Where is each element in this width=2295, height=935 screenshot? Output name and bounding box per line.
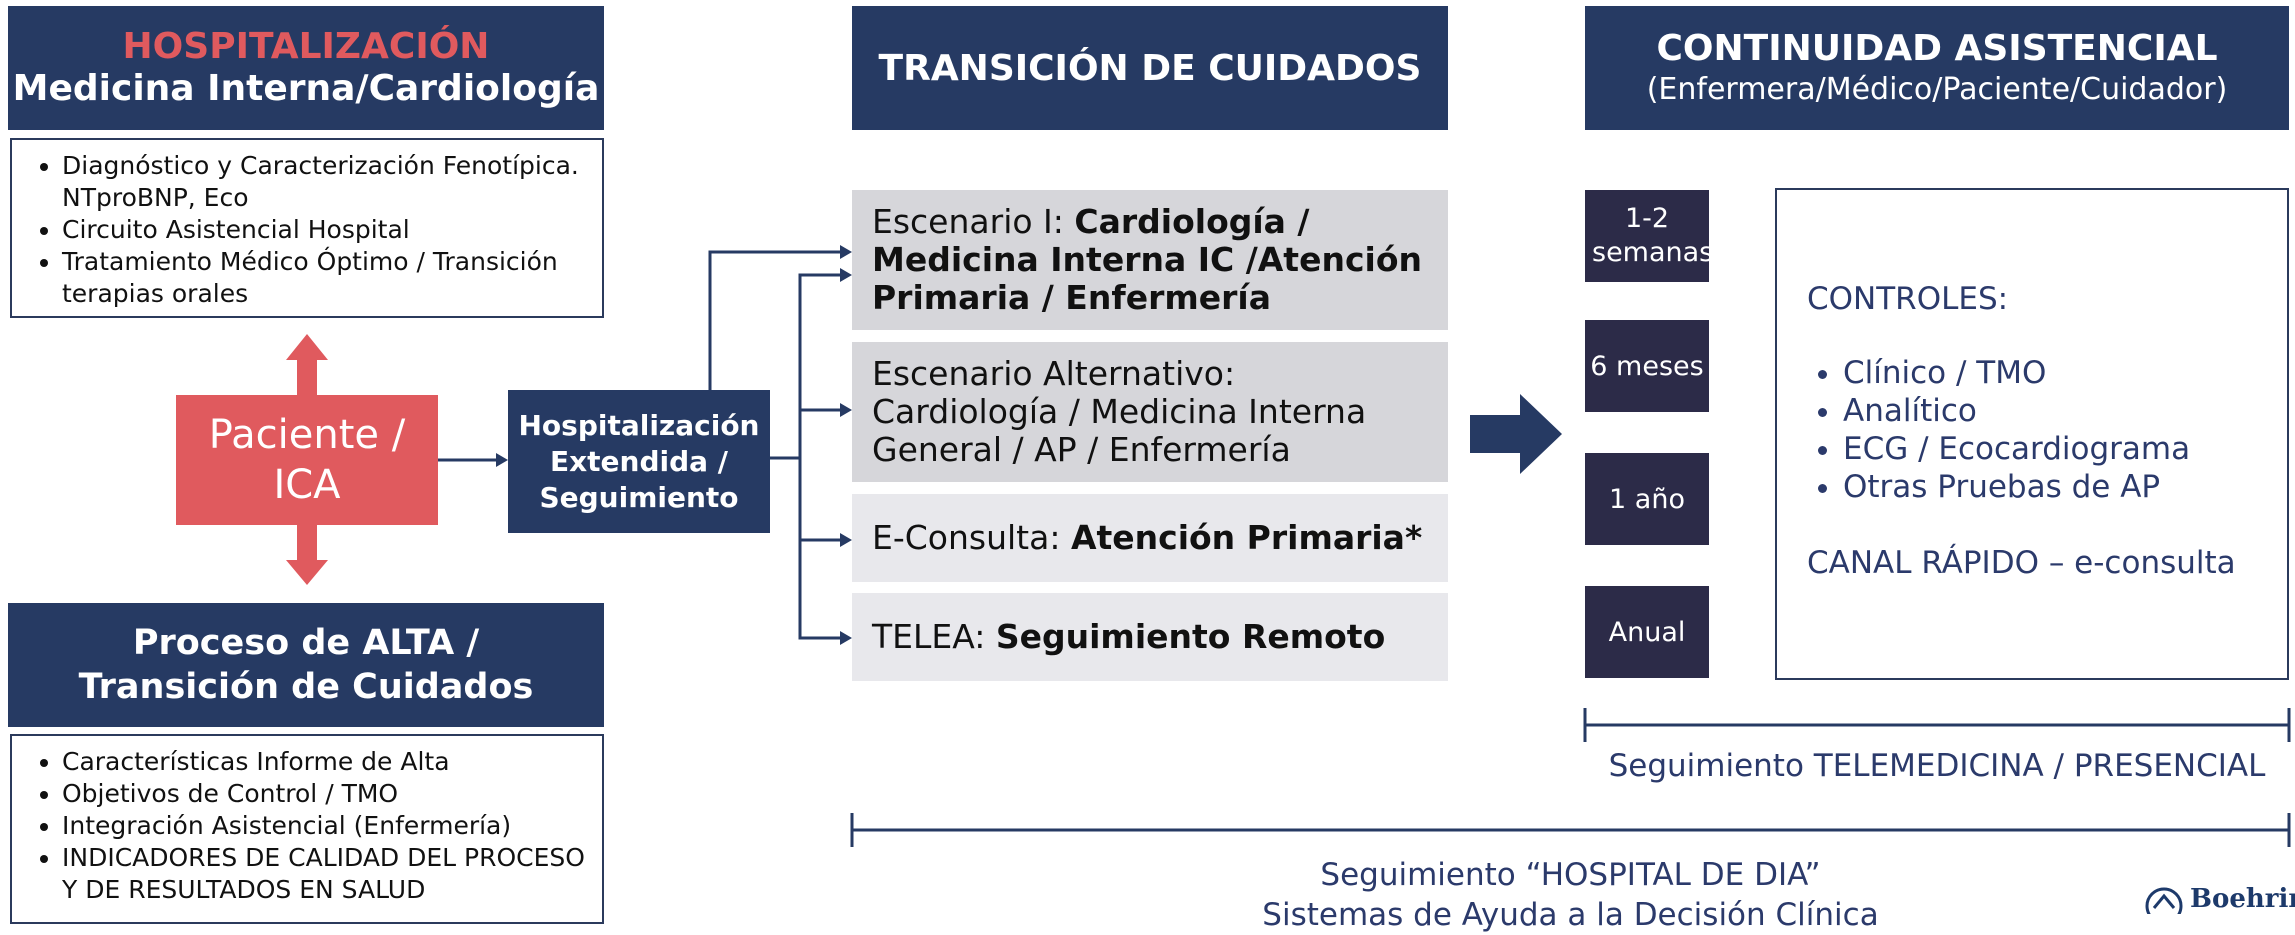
scenario-telea-prefix: TELEA: — [872, 617, 996, 656]
controles-title: CONTROLES: — [1807, 281, 2009, 317]
scenario-1: Escenario I: Cardiología / Medicina Inte… — [852, 190, 1448, 330]
timepoint-1: 1-2 semanas — [1585, 190, 1714, 282]
list-item: Objetivos de Control / TMO — [62, 778, 588, 810]
scenario-telea-text: TELEA: Seguimiento Remoto — [872, 618, 1385, 656]
continuidad-subtitle: (Enfermera/Médico/Paciente/Cuidador) — [1646, 72, 2228, 107]
list-item: Analítico — [1843, 392, 2267, 430]
timepoint-2: 6 meses — [1585, 320, 1709, 412]
list-item: Clínico / TMO — [1843, 354, 2267, 392]
bottom-caption: Seguimiento “HOSPITAL DE DIA” Sistemas d… — [852, 855, 2289, 935]
list-item: ECG / Ecocardiograma — [1843, 430, 2267, 468]
scenario-1-text: Escenario I: Cardiología / Medicina Inte… — [872, 203, 1428, 317]
hospitalizacion-title: HOSPITALIZACIÓN — [122, 26, 490, 67]
scenario-telea: TELEA: Seguimiento Remoto — [852, 593, 1448, 681]
timepoint-4: Anual — [1585, 586, 1709, 678]
scenario-econsulta: E-Consulta: Atención Primaria* — [852, 494, 1448, 582]
scenario-1-prefix: Escenario I: — [872, 202, 1075, 241]
timepoint-1-label: 1-2 semanas — [1592, 203, 1714, 268]
alta-header: Proceso de ALTA / Transición de Cuidados — [8, 603, 604, 727]
alta-subtitle: Transición de Cuidados — [78, 667, 534, 707]
list-item: Circuito Asistencial Hospital — [62, 214, 588, 246]
timepoint-3-label: 1 año — [1609, 483, 1685, 515]
continuidad-header: CONTINUIDAD ASISTENCIAL (Enfermera/Médic… — [1585, 6, 2289, 130]
alta-list: Características Informe de Alta Objetivo… — [20, 746, 588, 906]
continuidad-title: CONTINUIDAD ASISTENCIAL — [1656, 28, 2218, 69]
hospitalizacion-subtitle: Medicina Interna/Cardiología — [12, 68, 600, 109]
transicion-header: TRANSICIÓN DE CUIDADOS — [852, 6, 1448, 130]
bottom-line-1: Seguimiento “HOSPITAL DE DIA” — [1320, 857, 1821, 893]
patient-label: Paciente / ICA — [208, 412, 406, 508]
patient-box: Paciente / ICA — [176, 395, 438, 525]
timepoint-2-label: 6 meses — [1590, 350, 1704, 382]
hosp-extendida-label: Hospitalización Extendida / Seguimiento — [518, 408, 760, 514]
boehringer-logo: Boehringer Ingelheim — [2140, 884, 2295, 914]
controles-footer: CANAL RÁPIDO – e-consulta — [1807, 545, 2236, 581]
hosp-extendida-box: Hospitalización Extendida / Seguimiento — [508, 390, 770, 533]
controles-list: Clínico / TMO Analítico ECG / Ecocardiog… — [1807, 354, 2267, 506]
scenario-econsulta-prefix: E-Consulta: — [872, 518, 1071, 557]
hospitalizacion-list: Diagnóstico y Caracterización Fenotípica… — [20, 150, 588, 310]
controles-box: CONTROLES: Clínico / TMO Analítico ECG /… — [1775, 188, 2289, 680]
list-item: Otras Pruebas de AP — [1843, 468, 2267, 506]
transicion-title: TRANSICIÓN DE CUIDADOS — [878, 47, 1422, 89]
scenario-econsulta-text: E-Consulta: Atención Primaria* — [872, 519, 1422, 557]
scenario-1-bold: Cardiología / Medicina Interna IC /Atenc… — [872, 202, 1422, 317]
timepoint-4-label: Anual — [1608, 616, 1686, 648]
big-right-arrow-icon — [1470, 394, 1562, 474]
timepoint-3: 1 año — [1585, 453, 1709, 545]
list-item: Integración Asistencial (Enfermería) — [62, 810, 588, 842]
up-arrow-icon — [286, 334, 328, 395]
list-item: Diagnóstico y Caracterización Fenotípica… — [62, 150, 588, 214]
scenario-alternativo-prefix: Escenario Alternativo: Cardiología / Med… — [872, 354, 1367, 469]
alta-list-box: Características Informe de Alta Objetivo… — [10, 734, 604, 924]
down-arrow-icon — [286, 525, 328, 585]
list-item: Características Informe de Alta — [62, 746, 588, 778]
logo-icon — [2145, 887, 2183, 914]
list-item: INDICADORES DE CALIDAD DEL PROCESO Y DE … — [62, 842, 588, 906]
hospitalizacion-header: HOSPITALIZACIÓN Medicina Interna/Cardiol… — [8, 6, 604, 130]
scenario-econsulta-bold: Atención Primaria* — [1070, 518, 1423, 557]
bottom-line-2: Sistemas de Ayuda a la Decisión Clínica — [1262, 897, 1879, 933]
connector-arrows — [286, 245, 2291, 847]
alta-title: Proceso de ALTA / — [132, 623, 480, 663]
hospitalizacion-list-box: Diagnóstico y Caracterización Fenotípica… — [10, 138, 604, 318]
followup-label: Seguimiento TELEMEDICINA / PRESENCIAL — [1608, 748, 2266, 784]
list-item: Tratamiento Médico Óptimo / Transición t… — [62, 246, 588, 310]
scenario-alternativo: Escenario Alternativo: Cardiología / Med… — [852, 342, 1448, 482]
scenario-alternativo-text: Escenario Alternativo: Cardiología / Med… — [872, 355, 1428, 469]
logo-text: Boehringer Ingelheim — [2190, 884, 2295, 914]
scenario-telea-bold: Seguimiento Remoto — [995, 617, 1386, 656]
